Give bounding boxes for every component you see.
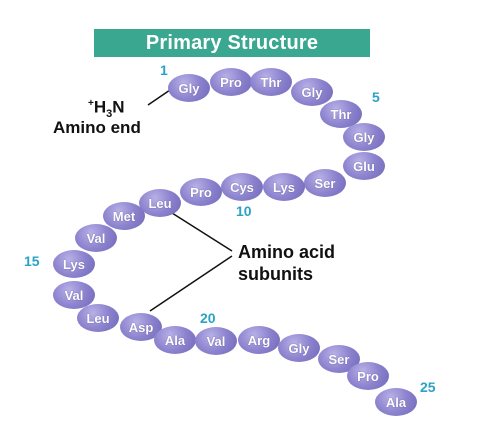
formula-n: N <box>112 97 125 117</box>
amino-formula: +H3N <box>88 94 125 124</box>
amino-acid-bead: Val <box>195 327 237 355</box>
amino-acid-bead: Pro <box>347 362 389 390</box>
amino-acid-bead: Gly <box>343 123 385 151</box>
subunits-label: Amino acid subunits <box>238 241 335 285</box>
amino-acid-bead: Pro <box>180 178 222 206</box>
amino-acid-bead: Gly <box>278 334 320 362</box>
amino-acid-bead: Leu <box>77 304 119 332</box>
amino-bond-line <box>147 89 171 106</box>
amino-acid-bead: Leu <box>139 189 181 217</box>
amino-acid-bead: Ala <box>375 388 417 416</box>
amino-acid-bead: Met <box>103 202 145 230</box>
subunits-line-1: Amino acid <box>238 242 336 262</box>
formula-h: H <box>93 97 107 117</box>
amino-acid-bead: Cys <box>221 173 263 201</box>
position-number: 25 <box>420 379 436 395</box>
amino-acid-bead: Ser <box>304 169 346 197</box>
subunits-line-2: subunits <box>238 264 313 284</box>
amino-acid-bead: Ala <box>154 326 196 354</box>
position-number: 10 <box>236 203 252 219</box>
amino-acid-bead: Thr <box>250 68 292 96</box>
amino-end-label: Amino end <box>53 118 141 137</box>
formula-charge: + <box>88 98 94 109</box>
amino-acid-bead: Arg <box>238 326 280 354</box>
amino-acid-bead: Gly <box>291 78 333 106</box>
amino-acid-bead: Pro <box>210 68 252 96</box>
amino-acid-bead: Gly <box>168 74 210 102</box>
amino-acid-bead: Val <box>53 281 95 309</box>
amino-acid-bead: Lys <box>263 173 305 201</box>
formula-subscript: 3 <box>106 108 113 121</box>
pointer-line-lower <box>149 255 233 312</box>
position-number: 20 <box>200 310 216 326</box>
pointer-line-upper <box>171 212 233 252</box>
amino-acid-bead: Glu <box>343 152 385 180</box>
amino-acid-bead: Lys <box>53 250 95 278</box>
amino-acid-bead: Val <box>75 224 117 252</box>
position-number: 1 <box>160 62 168 78</box>
position-number: 5 <box>372 89 380 105</box>
title-banner: Primary Structure <box>94 29 370 57</box>
position-number: 15 <box>24 253 40 269</box>
